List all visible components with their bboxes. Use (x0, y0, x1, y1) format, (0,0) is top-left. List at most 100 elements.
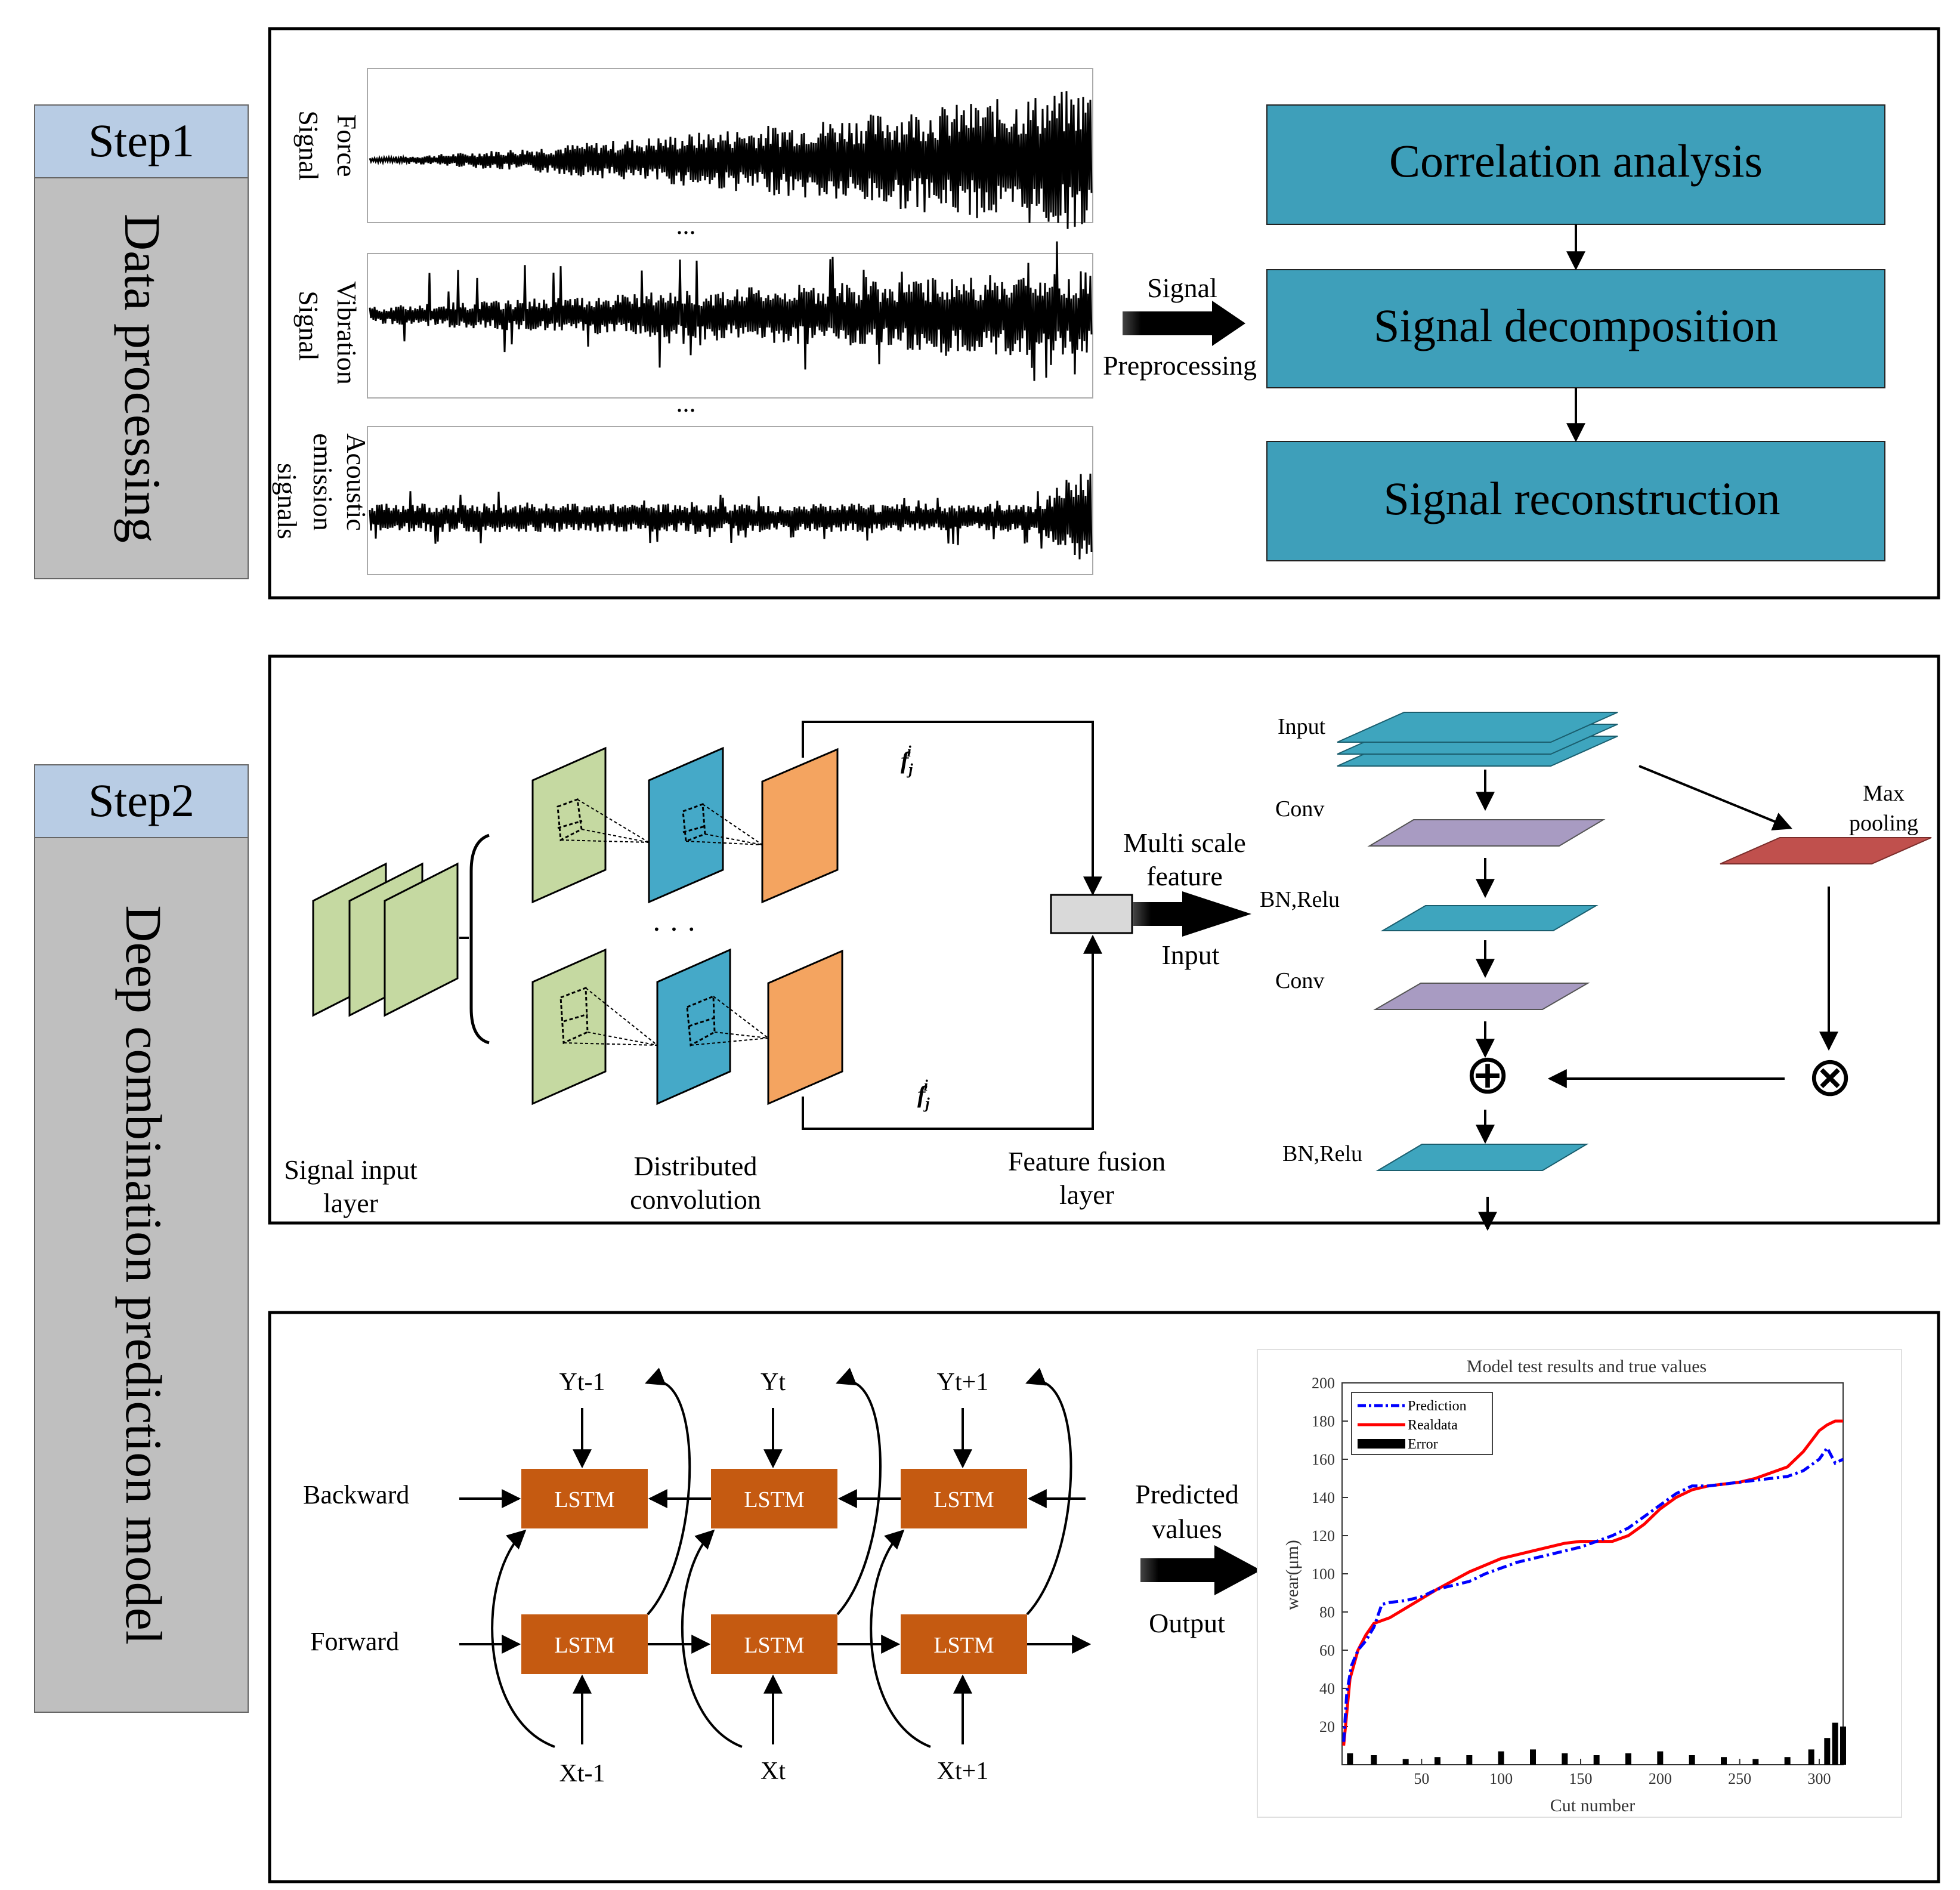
bn-relu1-label: BN,Relu (1260, 887, 1340, 912)
fusion-connector-bottom (802, 934, 1102, 1130)
chart-legend: Prediction Realdata Error (1351, 1392, 1493, 1455)
x-tick-label: 300 (1808, 1770, 1831, 1787)
error-bar (1371, 1755, 1377, 1765)
multiply-operator: ⊗ (1807, 1046, 1853, 1107)
fusion-connector (802, 721, 1102, 896)
step1-title-box (34, 177, 249, 579)
chart-title: Model test results and true values (1467, 1357, 1707, 1376)
force-signal-plot (367, 68, 1093, 229)
y-tick-label: 100 (1312, 1565, 1335, 1583)
correlation-analysis-box (1266, 104, 1885, 225)
x-tick-label: 100 (1489, 1770, 1513, 1787)
error-bar (1593, 1755, 1600, 1765)
acoustic-signal-waveform (369, 473, 1093, 560)
lstm-cell-label: LSTM (933, 1487, 994, 1512)
error-bar (1721, 1757, 1727, 1765)
multi-scale-arrow (1133, 891, 1251, 937)
f-symbol-bottom: fji (917, 1077, 930, 1112)
acoustic-signal-plot (367, 426, 1093, 575)
lstm-cell-labels: LSTM LSTM LSTM LSTM LSTM LSTM (554, 1487, 994, 1658)
y-tick-label: 200 (1312, 1375, 1335, 1392)
input-label-xt: Xt (760, 1758, 786, 1785)
x-tick-label: 150 (1569, 1770, 1593, 1787)
error-bars (1347, 1722, 1846, 1765)
lstm-forward-row (521, 1614, 1027, 1674)
signal-input-layer-line1: Signal input (284, 1154, 418, 1185)
feature-fusion-layer-line2: layer (1059, 1179, 1114, 1210)
error-bar (1498, 1751, 1504, 1765)
output-arrow-label-bottom: Output (1149, 1608, 1225, 1638)
y-tick-label: 20 (1319, 1718, 1335, 1735)
preprocessing-label-bottom: Preprocessing (1103, 350, 1257, 381)
y-tick-label: 140 (1312, 1489, 1335, 1506)
step1-panel: Step1 Data processing (34, 104, 249, 579)
signal-dots-1: ... (676, 211, 696, 240)
input-label-xt-1: Xt-1 (559, 1760, 605, 1787)
output-label-yt: Yt (760, 1369, 786, 1396)
feature-fusion-node (1050, 894, 1133, 934)
step2-label: Step2 (88, 774, 194, 826)
lstm-cell (711, 1469, 837, 1528)
section-bilstm (268, 1311, 1940, 1883)
max-pooling-label-line1: Max (1863, 781, 1905, 806)
output-arrow-label-top2: values (1152, 1514, 1222, 1544)
conv-branch-top (531, 746, 839, 904)
error-bar (1832, 1722, 1838, 1765)
signal-reconstruction-box (1266, 441, 1885, 561)
y-tick-label: 120 (1312, 1527, 1335, 1545)
error-bar (1808, 1749, 1814, 1765)
lstm-cell (901, 1469, 1027, 1528)
input-brace (469, 833, 490, 1045)
error-bar (1840, 1727, 1846, 1765)
force-signal-label-line2: Signal (293, 110, 324, 181)
add-operator: ⊕ (1464, 1044, 1510, 1105)
vibration-signal-waveform (369, 241, 1093, 381)
ellipsis-conv: · · · (652, 912, 697, 946)
acoustic-signal-label-line1: Acoustic (341, 433, 372, 531)
force-signal-label-line1: Force (332, 115, 362, 177)
multi-scale-label-line1: Multi scale (1123, 827, 1246, 858)
error-bar (1625, 1753, 1631, 1765)
lstm-cell (711, 1614, 837, 1674)
x-tick-label: 50 (1414, 1770, 1429, 1787)
feature-fusion-layer-line1: Feature fusion (1008, 1146, 1166, 1176)
lstm-cell-label: LSTM (744, 1633, 804, 1658)
lstm-cell-label: LSTM (554, 1633, 614, 1658)
error-bar (1689, 1755, 1695, 1765)
input-label-xt+1: Xt+1 (937, 1758, 989, 1785)
wear-chart: Model test results and true values 50 100… (1257, 1349, 1902, 1818)
conv2-layer (1373, 983, 1590, 1010)
output-label-yt+1: Yt+1 (937, 1369, 989, 1396)
error-bar (1530, 1749, 1536, 1765)
conv2-label: Conv (1275, 968, 1324, 993)
step1-label: Step1 (88, 115, 194, 166)
step1-label-box (34, 104, 249, 178)
error-bar (1347, 1753, 1353, 1765)
correlation-analysis-text: Correlation analysis (1389, 135, 1763, 187)
lstm-cell-label: LSTM (554, 1487, 614, 1512)
signal-reconstruction-text: Signal reconstruction (1383, 472, 1780, 524)
conv1-label: Conv (1275, 796, 1324, 822)
step2-label-box (34, 764, 249, 838)
x-tick-label: 250 (1728, 1770, 1751, 1787)
lstm-cell (901, 1614, 1027, 1674)
output-arrow (1140, 1545, 1261, 1595)
distributed-convolution-line1: Distributed (634, 1151, 758, 1181)
error-bar (1402, 1759, 1409, 1765)
bn-relu2-layer (1375, 1144, 1589, 1171)
conv-branch-bottom (531, 948, 843, 1105)
y-tick-label: 40 (1319, 1680, 1335, 1697)
vibration-signal-label-line1: Vibration (332, 281, 362, 385)
max-pooling-layer (1720, 837, 1932, 864)
step2-title: Deep combination prediction model (115, 905, 172, 1644)
residual-input-stack (1337, 712, 1618, 767)
vibration-signal-plot (367, 241, 1093, 399)
legend-error-swatch (1358, 1439, 1405, 1449)
error-bar (1824, 1738, 1831, 1765)
backward-label: Backward (303, 1480, 409, 1509)
lstm-cell-label: LSTM (933, 1633, 994, 1658)
residual-input-label: Input (1278, 714, 1326, 739)
error-bar (1562, 1753, 1568, 1765)
